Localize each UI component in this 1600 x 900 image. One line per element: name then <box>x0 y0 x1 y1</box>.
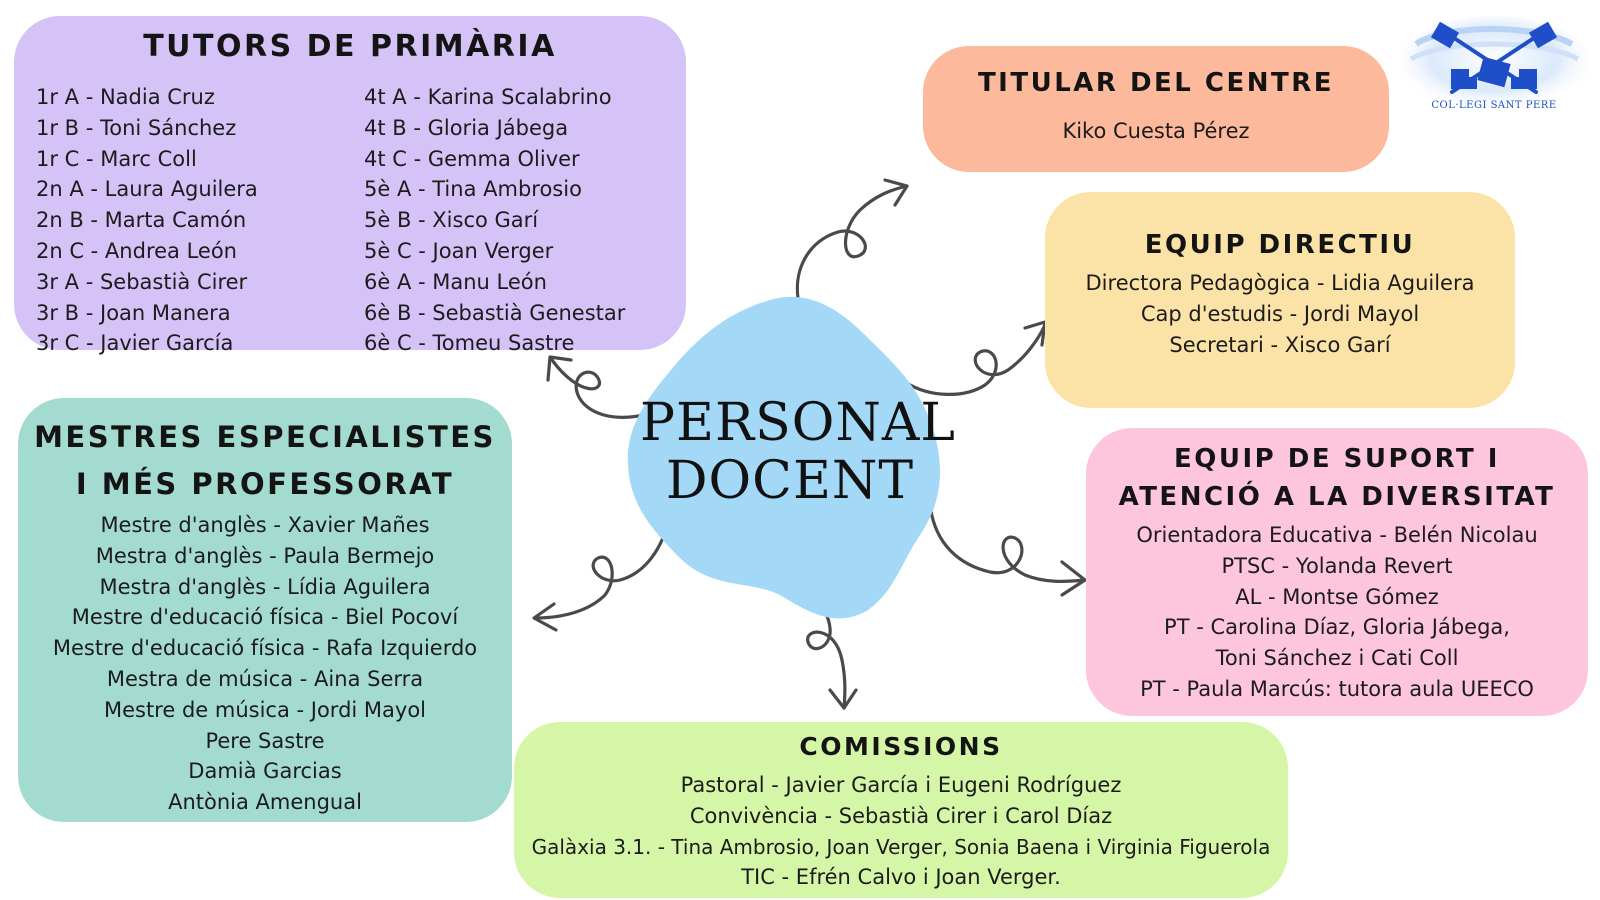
comissio-item: Convivència - Sebastià Cirer i Carol Día… <box>689 803 1113 828</box>
arrow-to-suport <box>928 503 1087 584</box>
crossed-keys-icon <box>1398 16 1590 112</box>
suport-title: EQUIP DE SUPORT I ATENCIÓ A LA DIVERSITA… <box>1086 440 1588 516</box>
tutor-item: 4t C - Gemma Oliver <box>364 146 580 171</box>
tutor-item: 6è B - Sebastià Genestar <box>364 300 626 325</box>
especialista-item: Mestra d'anglès - Paula Bermejo <box>95 543 435 568</box>
especialistes-box: MESTRES ESPECIALISTES I MÉS PROFESSORAT … <box>18 398 512 822</box>
suport-title-line1: EQUIP DE SUPORT I <box>1174 444 1500 474</box>
especialistes-title-line1: MESTRES ESPECIALISTES <box>34 420 496 454</box>
comissions-title: COMISSIONS <box>799 732 1003 761</box>
titular-box: TITULAR DEL CENTRE Kiko Cuesta Pérez <box>923 46 1389 172</box>
tutors-column-left: 1r A - Nadia Cruz 1r B - Toni Sánchez 1r… <box>36 82 258 359</box>
tutors-title: TUTORS DE PRIMÀRIA <box>143 29 557 64</box>
directiu-title: EQUIP DIRECTIU <box>1144 230 1416 260</box>
directiu-item: Secretari - Xisco Garí <box>1169 332 1391 357</box>
directiu-item: Cap d'estudis - Jordi Mayol <box>1140 301 1420 326</box>
especialista-item: Pere Sastre <box>205 728 325 753</box>
tutors-column-right: 4t A - Karina Scalabrino 4t B - Gloria J… <box>364 82 625 359</box>
tutor-item: 3r A - Sebastià Cirer <box>36 269 248 294</box>
especialista-item: Antònia Amengual <box>168 790 362 815</box>
arrowhead-to-especialistes <box>532 602 558 632</box>
tutor-item: 2n A - Laura Aguilera <box>36 177 258 202</box>
tutor-item: 1r A - Nadia Cruz <box>36 85 215 109</box>
tutor-item: 5è C - Joan Verger <box>364 238 554 263</box>
suport-item: PT - Paula Marcús: tutora aula UEECO <box>1140 676 1534 701</box>
titular-name: Kiko Cuesta Pérez <box>1062 119 1250 143</box>
center-title-line1: PERSONAL <box>640 393 956 453</box>
tutor-item: 5è B - Xisco Garí <box>364 208 539 233</box>
suport-item: PTSC - Yolanda Revert <box>1221 553 1453 578</box>
tutor-item: 2n B - Marta Camón <box>36 208 247 233</box>
comissio-item: Pastoral - Javier García i Eugeni Rodríg… <box>680 773 1122 797</box>
center-blob <box>627 296 940 619</box>
tutor-item: 1r B - Toni Sánchez <box>36 115 237 140</box>
especialista-item: Mestre d'educació física - Biel Pocoví <box>71 605 459 630</box>
especialista-item: Mestra de música - Aina Serra <box>106 666 424 691</box>
especialista-item: Mestre d'anglès - Xavier Mañes <box>100 513 430 537</box>
center-title-line2: DOCENT <box>665 451 915 511</box>
especialista-item: Mestre de música - Jordi Mayol <box>103 697 427 722</box>
especialista-item: Damià Garcias <box>188 759 342 784</box>
tutor-item: 4t A - Karina Scalabrino <box>364 85 612 109</box>
tutors-box: TUTORS DE PRIMÀRIA 1r A - Nadia Cruz 1r … <box>14 16 686 355</box>
especialistes-title: MESTRES ESPECIALISTES I MÉS PROFESSORAT <box>18 414 512 508</box>
titular-title: TITULAR DEL CENTRE <box>977 68 1335 98</box>
tutor-item: 6è A - Manu León <box>364 269 547 294</box>
tutor-item: 5è A - Tina Ambrosio <box>364 177 582 202</box>
directiu-item: Directora Pedagògica - Lidia Aguilera <box>1085 271 1475 295</box>
suport-item: Toni Sánchez i Cati Coll <box>1215 646 1459 671</box>
especialista-item: Mestre d'educació física - Rafa Izquierd… <box>52 636 478 661</box>
suport-title-line2: ATENCIÓ A LA DIVERSITAT <box>1118 482 1556 512</box>
suport-item: PT - Carolina Díaz, Gloria Jábega, <box>1164 615 1510 640</box>
arrowhead-to-tutors <box>546 355 573 382</box>
arrowhead-to-titular <box>883 178 909 207</box>
comissions-box: COMISSIONS Pastoral - Javier García i Eu… <box>514 722 1288 898</box>
arrowhead-to-comissions <box>828 688 858 710</box>
especialista-item: Mestra d'anglès - Lídia Aguilera <box>99 574 431 599</box>
arrowhead-to-suport <box>1060 560 1087 597</box>
suport-item: Orientadora Educativa - Belén Nicolau <box>1136 523 1538 547</box>
tutor-item: 4t B - Gloria Jábega <box>364 115 569 140</box>
center-title: PERSONAL DOCENT <box>640 393 956 511</box>
directiu-box: EQUIP DIRECTIU Directora Pedagògica - Li… <box>1045 192 1515 408</box>
suport-box: EQUIP DE SUPORT I ATENCIÓ A LA DIVERSITA… <box>1086 428 1588 716</box>
logo-text: COL·LEGI SANT PERE <box>1431 100 1557 111</box>
tutor-item: 1r C - Marc Coll <box>36 146 197 171</box>
tutor-item: 6è C - Tomeu Sastre <box>364 331 575 356</box>
especialistes-title-line2: I MÉS PROFESSORAT <box>75 467 455 501</box>
tutor-item: 2n C - Andrea León <box>36 238 237 263</box>
tutor-item: 3r C - Javier García <box>36 331 234 356</box>
tutor-item: 3r B - Joan Manera <box>36 300 231 325</box>
comissio-item: Galàxia 3.1. - Tina Ambrosio, Joan Verge… <box>531 834 1271 859</box>
suport-item: AL - Montse Gómez <box>1235 584 1439 609</box>
comissio-item: TIC - Efrén Calvo i Joan Verger. <box>741 865 1061 890</box>
arrowhead-to-directiu <box>1023 320 1047 347</box>
